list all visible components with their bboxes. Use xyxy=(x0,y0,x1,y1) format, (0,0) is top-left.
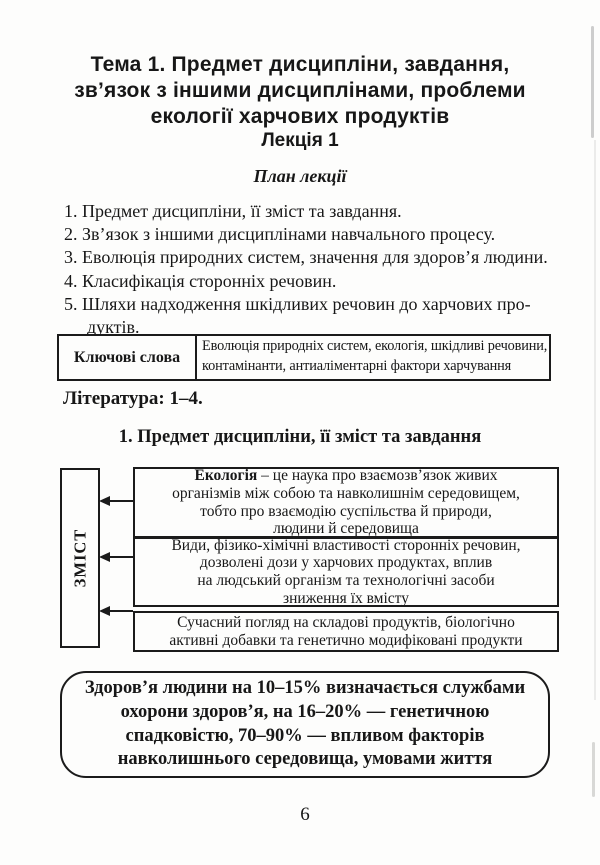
plan-list: 1. Предмет дисципліни, її зміст та завда… xyxy=(64,200,556,339)
plan-list-item: 5. Шляхи надходження шкідливих речовин д… xyxy=(64,293,531,314)
modern-view-line: активні добавки та генетично модифікован… xyxy=(169,631,523,649)
keywords-value-line: контамінанти, антиаліментарні фактори ха… xyxy=(202,357,512,374)
ecology-definition-box: Екологія – це наука про взаємозв’язок жи… xyxy=(133,467,559,538)
plan-heading: План лекції xyxy=(253,166,347,186)
keywords-value-cell: Еволюція природніх систем, екологія, шкі… xyxy=(197,336,549,379)
section-heading: 1. Предмет дисципліни, її зміст та завда… xyxy=(118,427,482,447)
health-factors-line: охорони здоров’я, на 16–20% — генетичною xyxy=(120,701,490,722)
scan-edge-artifact xyxy=(594,140,596,700)
lecture-label: Лекція 1 xyxy=(261,130,339,151)
literature-note: Література: 1–4. xyxy=(63,388,203,409)
scan-edge-artifact xyxy=(591,26,594,138)
substances-properties-line: Види, фізико-хімічні властивості сторонн… xyxy=(171,537,521,554)
content-axis-label: ЗМІСТ xyxy=(70,528,89,588)
page-title-line: Тема 1. Предмет дисципліни, завдання, xyxy=(90,53,510,76)
ecology-definition-line: Екологія – це наука про взаємозв’язок жи… xyxy=(194,467,498,485)
modern-view-box: Сучасний погляд на складові продуктів, б… xyxy=(133,611,559,652)
plan-list-item-continuation: дуктів. xyxy=(87,317,140,338)
plan-list-item: 4. Класифікація сторонніх речовин. xyxy=(64,270,337,291)
content-axis-box: ЗМІСТ xyxy=(60,468,100,648)
modern-view-line: Сучасний погляд на складові продуктів, б… xyxy=(177,613,515,631)
scan-edge-artifact xyxy=(592,742,595,797)
ecology-definition-line: тобто про взаємодію суспільства й природ… xyxy=(200,502,492,520)
substances-properties-line: на людський організм та технологічні зас… xyxy=(197,572,495,589)
health-factors-line: Здоров’я людини на 10–15% визначається с… xyxy=(84,678,526,699)
left-arrow-icon xyxy=(99,551,133,562)
substances-properties-line: дозволені дози у харчових продуктах, впл… xyxy=(199,554,493,572)
plan-list-item: 1. Предмет дисципліни, її зміст та завда… xyxy=(64,201,402,221)
health-factors-line: навколишнього середовища, умовами життя xyxy=(117,749,493,770)
health-factors-box: Здоров’я людини на 10–15% визначається с… xyxy=(60,671,550,778)
ecology-definition-line: людини й середовища xyxy=(273,520,419,538)
page-number: 6 xyxy=(300,804,310,825)
page-title: Тема 1. Предмет дисципліни, завдання, зв… xyxy=(0,52,600,130)
left-arrow-icon xyxy=(99,605,133,616)
page-title-line: екології харчових продуктів xyxy=(150,105,450,128)
plan-list-item: 3. Еволюція природних систем, значення д… xyxy=(64,247,548,268)
substances-properties-box: Види, фізико-хімічні властивості сторонн… xyxy=(133,537,559,607)
keywords-label-cell: Ключові слова xyxy=(59,336,197,379)
keywords-value-line: Еволюція природніх систем, екологія, шкі… xyxy=(202,338,548,354)
ecology-term: Екологія xyxy=(194,467,258,485)
keywords-table: Ключові слова Еволюція природніх систем,… xyxy=(57,334,551,381)
plan-list-item: 2. Зв’язок з іншими дисциплінами навчаль… xyxy=(64,224,496,245)
page-title-line: зв’язок з іншими дисциплінами, проблеми xyxy=(74,79,526,102)
left-arrow-icon xyxy=(99,495,133,506)
health-factors-line: спадковістю, 70–90% — впливом факторів xyxy=(125,725,485,746)
ecology-definition-line: організмів між собою та навколишнім сере… xyxy=(172,484,520,502)
substances-properties-line: зниження їх вмісту xyxy=(283,589,409,607)
